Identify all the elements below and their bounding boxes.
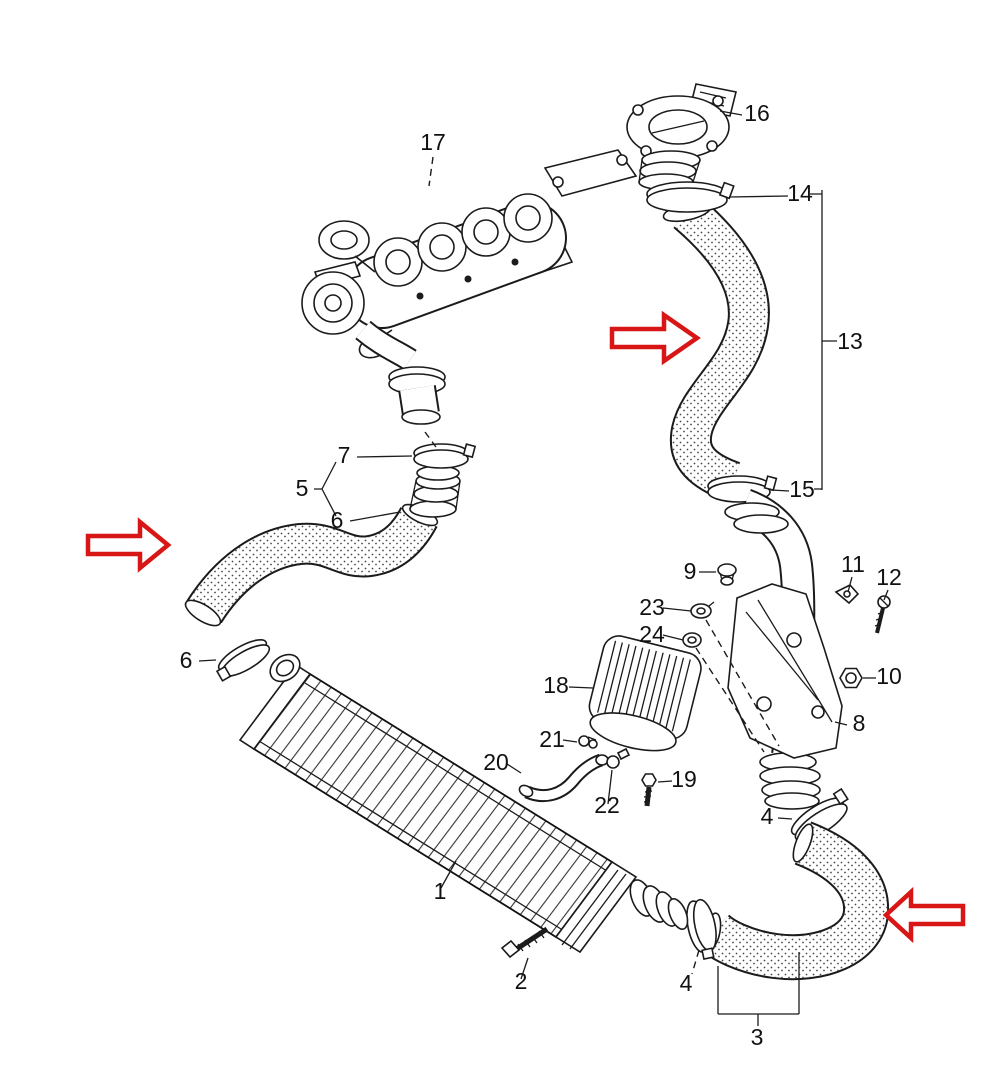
part-label-23: 23 (639, 594, 665, 620)
red-arrow-right (882, 886, 966, 944)
component-18 (588, 635, 702, 752)
bolt-19 (641, 773, 657, 807)
pressure-hose-3 (696, 821, 890, 981)
grommet-24 (682, 632, 702, 648)
connector-6-upper (409, 465, 461, 518)
nut-10 (839, 667, 863, 689)
part-label-2: 2 (515, 968, 528, 994)
part-label-24: 24 (639, 621, 665, 647)
part-label-1: 1 (434, 878, 447, 904)
part-label-11: 11 (841, 551, 865, 577)
pressure-hose-13 (662, 195, 770, 502)
part-label-4-bottom: 4 (680, 970, 693, 996)
leader-lines (198, 110, 889, 1026)
pressure-hose-left (184, 503, 439, 627)
cap-9 (717, 563, 737, 586)
part-label-12: 12 (876, 564, 902, 590)
screw-2 (500, 926, 549, 959)
part-label-16: 16 (744, 100, 770, 126)
part-label-19: 19 (671, 766, 697, 792)
intercooler-1 (238, 653, 689, 954)
clip-21 (578, 735, 598, 749)
part-label-14: 14 (787, 180, 813, 206)
part-label-4-right: 4 (761, 803, 774, 829)
part-label-8: 8 (853, 710, 866, 736)
part-label-7: 7 (338, 442, 351, 468)
part-label-20: 20 (483, 749, 509, 775)
red-arrow-middle (609, 310, 701, 366)
intercooler-outlet-stub (629, 879, 689, 930)
hose-20 (518, 753, 609, 802)
red-arrow-left (85, 517, 172, 573)
bracket-11 (834, 584, 860, 605)
part-labels: 17 16 14 13 15 9 11 12 23 24 18 10 8 21 … (180, 100, 902, 1050)
part-label-3: 3 (751, 1024, 764, 1050)
part-label-5: 5 (296, 475, 309, 501)
mounting-bracket-8 (727, 583, 843, 759)
clip-23 (690, 601, 715, 619)
part-label-6-left: 6 (180, 647, 193, 673)
part-label-22: 22 (594, 792, 620, 818)
exhaust-manifold-turbo (301, 149, 638, 425)
hose-clamp-7 (413, 443, 477, 469)
part-label-18: 18 (543, 672, 569, 698)
part-label-6-upper: 6 (331, 507, 344, 533)
part-label-13: 13 (837, 328, 863, 354)
throttle-body (626, 83, 737, 191)
part-label-9: 9 (684, 558, 697, 584)
part-label-21: 21 (539, 726, 565, 752)
part-label-17: 17 (420, 129, 446, 155)
part-label-10: 10 (876, 663, 902, 689)
clamp-22 (606, 747, 631, 769)
hose-clamp-6-left (215, 639, 271, 682)
hose-clamp-4-bottom (686, 898, 717, 961)
hose-clamp-14 (646, 181, 735, 213)
screw-12 (874, 595, 891, 634)
part-label-15: 15 (789, 476, 815, 502)
